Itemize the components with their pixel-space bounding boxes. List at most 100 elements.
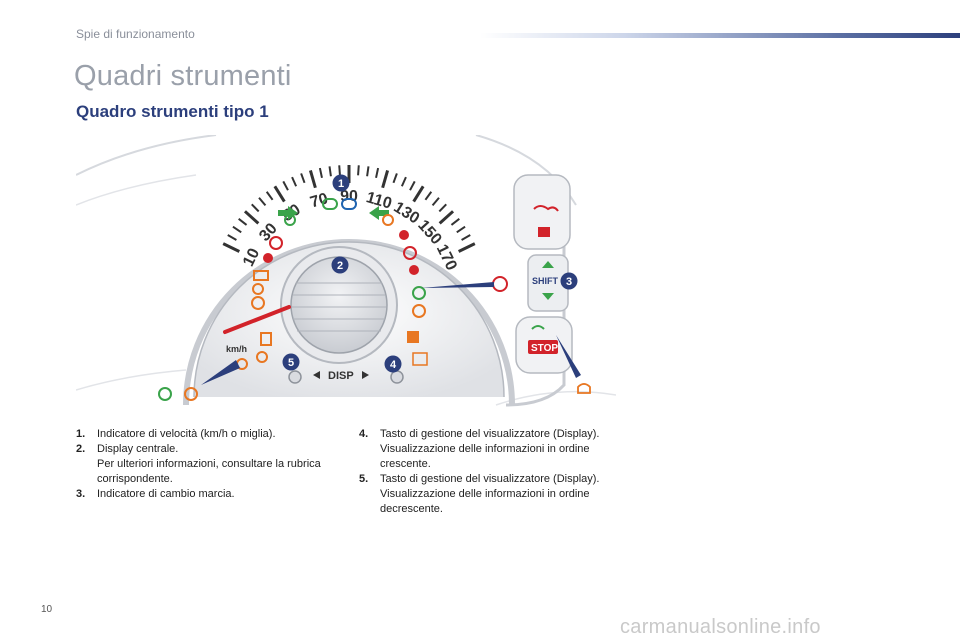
disp-right-knob: [390, 370, 404, 384]
minor-tick: [366, 166, 370, 177]
major-tick: [381, 170, 390, 189]
major-tick: [438, 210, 455, 225]
callout-1-label: 1: [338, 178, 344, 190]
minor-tick: [450, 218, 460, 226]
stop-start-off-icon: [412, 304, 426, 318]
callout-4-label: 4: [390, 359, 397, 371]
minor-tick: [438, 203, 447, 213]
callout-3: [560, 272, 578, 290]
minor-tick: [227, 234, 237, 241]
lane-assist-icon: [158, 387, 172, 401]
item-text: Indicatore di cambio marcia.: [97, 488, 235, 500]
item-text: Visualizzazione delle informazioni in or…: [380, 488, 590, 515]
section-title: Quadro strumenti tipo 1: [76, 102, 269, 121]
front-fog-icon: [284, 214, 296, 226]
minor-tick: [291, 176, 298, 187]
list-item: Visualizzazione delle informazioni in or…: [359, 487, 629, 517]
stop-label: STOP: [531, 343, 558, 354]
disp-right-arrow-icon: [362, 371, 369, 379]
major-tick: [273, 185, 286, 203]
shift-label: SHIFT: [532, 276, 559, 286]
speed-label: 70: [308, 190, 330, 211]
callout-3-label: 3: [566, 276, 572, 288]
list-item: 4. Tasto di gestione del visualizzatore …: [359, 427, 629, 442]
instrument-cluster-figure: 1030507090110130150170 km/h: [75, 134, 617, 415]
stability-icon: [409, 265, 419, 275]
stop-warning-icon: [492, 276, 508, 292]
minor-tick: [456, 225, 466, 234]
minor-tick: [431, 197, 440, 207]
minor-tick: [424, 191, 433, 201]
speedometer-ticks: [222, 165, 476, 253]
minor-tick: [265, 191, 274, 201]
callout-5-label: 5: [288, 357, 294, 369]
stop-start-icon: [412, 286, 426, 300]
speed-label: 90: [340, 188, 358, 205]
callout-markers: 1 2 3 4 5: [282, 174, 578, 373]
tsc-off-icon: [412, 352, 428, 366]
item-number: 3.: [76, 488, 86, 500]
list-item: 5. Tasto di gestione del visualizzatore …: [359, 472, 629, 487]
disp-label: DISP: [328, 370, 354, 382]
list-item: 1. Indicatore di velocità (km/h o miglia…: [76, 427, 326, 442]
stop-start-active-icon: [531, 325, 545, 330]
rear-fog-icon: [382, 214, 394, 226]
high-beam-icon: [341, 198, 357, 210]
coolant-temp-icon: [538, 227, 550, 237]
item-number: [76, 457, 97, 487]
callout-1: [332, 174, 350, 192]
callout-5: [282, 353, 300, 371]
minor-tick: [409, 180, 416, 191]
item-number: [359, 487, 380, 517]
minor-tick: [258, 197, 267, 207]
cluster-illustration: 1030507090110130150170 km/h: [75, 134, 617, 407]
callout-2-label: 2: [337, 260, 343, 272]
battery-icon: [253, 270, 269, 281]
item-number: 4.: [359, 428, 369, 440]
item-number: 1.: [76, 428, 86, 440]
stop-start-fault-icon: [577, 383, 591, 394]
item-number: 2.: [76, 443, 86, 455]
speed-label: 30: [256, 220, 281, 245]
major-tick: [308, 170, 317, 189]
speed-label: 110: [364, 189, 394, 212]
stop-lamp: [528, 340, 558, 354]
item-number: 5.: [359, 473, 369, 485]
callout-4: [384, 355, 402, 373]
minor-tick: [461, 234, 471, 241]
minor-tick: [328, 166, 332, 177]
brake-warning-icon: [269, 236, 283, 250]
service-icon: [407, 331, 419, 343]
lane-warning-icon: [184, 387, 198, 401]
legend-list-left: 1. Indicatore di velocità (km/h o miglia…: [76, 427, 326, 502]
legend-list-right: 4. Tasto di gestione del visualizzatore …: [359, 427, 629, 517]
major-tick: [243, 210, 260, 225]
list-item: Per ulteriori informazioni, consultare l…: [76, 457, 326, 487]
minor-tick: [251, 203, 260, 213]
major-tick: [457, 242, 476, 253]
minor-tick: [238, 218, 248, 226]
callout-2: [331, 256, 349, 274]
right-indicator-icon: [369, 206, 389, 220]
item-text: Per ulteriori informazioni, consultare l…: [97, 458, 321, 485]
shift-up-arrow-icon: [542, 261, 554, 268]
seatbelt-icon: [399, 230, 409, 240]
shift-down-arrow-icon: [542, 293, 554, 300]
tpms-icon: [251, 296, 265, 310]
minor-tick: [338, 165, 341, 176]
minor-tick: [318, 167, 323, 179]
minor-tick: [300, 173, 306, 184]
disp-left-arrow-icon: [313, 371, 320, 379]
major-tick: [412, 185, 425, 203]
engine-icon: [252, 283, 264, 295]
fuel-icon: [260, 332, 272, 346]
unit-label: km/h: [226, 344, 247, 354]
item-text: Indicatore di velocità (km/h o miglia).: [97, 428, 276, 440]
oil-pressure-icon: [533, 205, 559, 212]
minor-tick: [232, 225, 242, 234]
disp-left-knob: [288, 370, 302, 384]
section-header-label: Spie di funzionamento: [76, 27, 195, 41]
list-item: Visualizzazione delle informazioni in or…: [359, 442, 629, 472]
minor-tick: [357, 165, 360, 176]
list-item: 2. Display centrale.: [76, 442, 326, 457]
